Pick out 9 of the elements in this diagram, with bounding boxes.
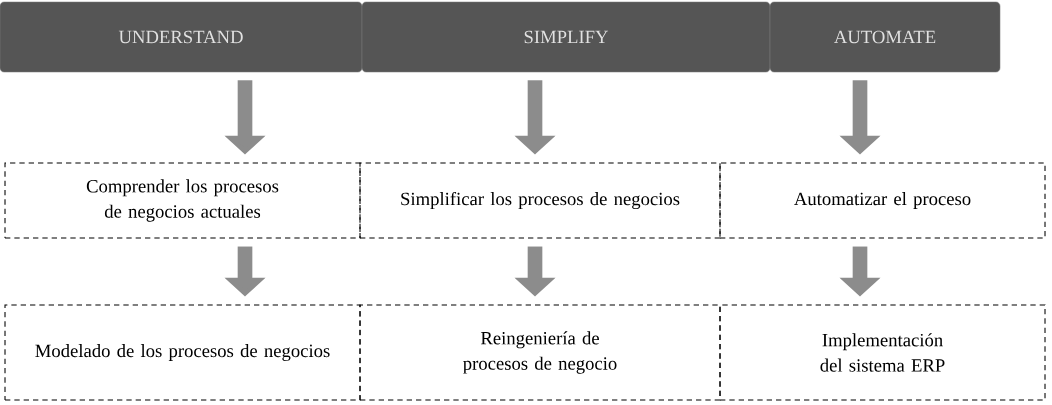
- process-box: Automatizar el proceso: [719, 162, 1046, 239]
- process-box: Simplificar los procesos de negocios: [359, 162, 721, 239]
- header-box: UNDERSTAND: [0, 1, 363, 73]
- process-box: Comprender los procesos de negocios actuales: [4, 162, 361, 239]
- process-box: Reingeniería de procesos de negocio: [359, 304, 721, 401]
- header-box: SIMPLIFY: [361, 1, 771, 73]
- process-box: Implementación del sistema ERP: [719, 304, 1046, 401]
- header-box: AUTOMATE: [769, 1, 1001, 73]
- process-box: Modelado de los procesos de negocios: [4, 304, 361, 401]
